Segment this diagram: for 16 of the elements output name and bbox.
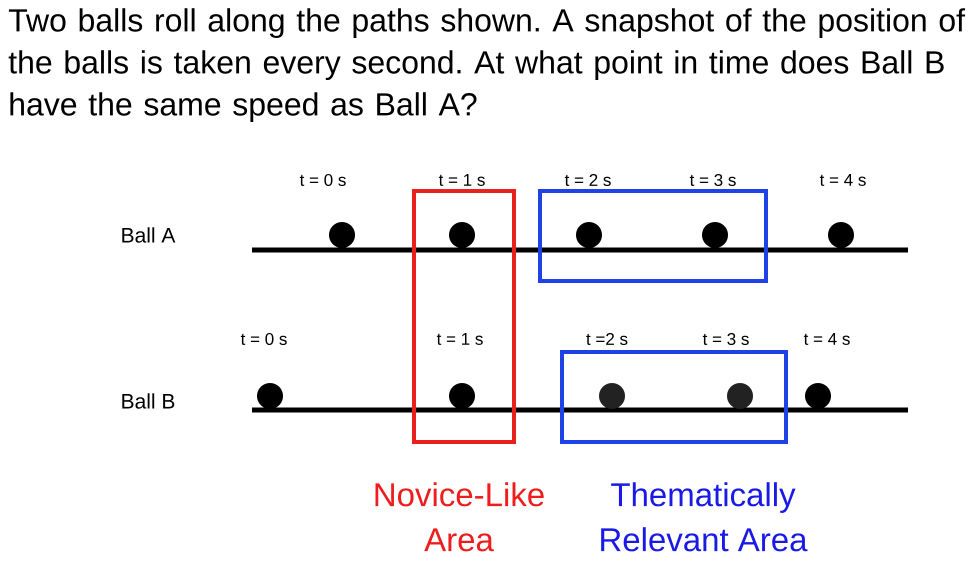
time-label: t = 3 s	[690, 174, 736, 186]
row-label: Ball A	[122, 227, 176, 243]
time-label: t = 1 s	[438, 174, 485, 186]
time-label: t = 3 s	[702, 332, 749, 346]
time-label: t =2 s	[586, 332, 628, 346]
time-label: t = 1 s	[436, 333, 483, 345]
time-label: t = 4 s	[804, 333, 850, 345]
question-text: Two balls roll along the paths shown. A snapshot of the position of the balls is taken every second. At what point in time does Ball B have the same speed as Ball A?	[8, 8, 966, 122]
area-caption: Novice-Like Area	[376, 482, 544, 552]
time-label: t = 4 s	[820, 174, 866, 186]
time-label: t = 0 s	[300, 174, 346, 186]
area-caption: Thematically Relevant Area	[601, 482, 808, 552]
highlight-box	[538, 189, 768, 283]
row-label: Ball B	[122, 393, 174, 409]
time-label: t = 0 s	[240, 332, 287, 346]
time-label: t = 2 s	[564, 174, 611, 186]
